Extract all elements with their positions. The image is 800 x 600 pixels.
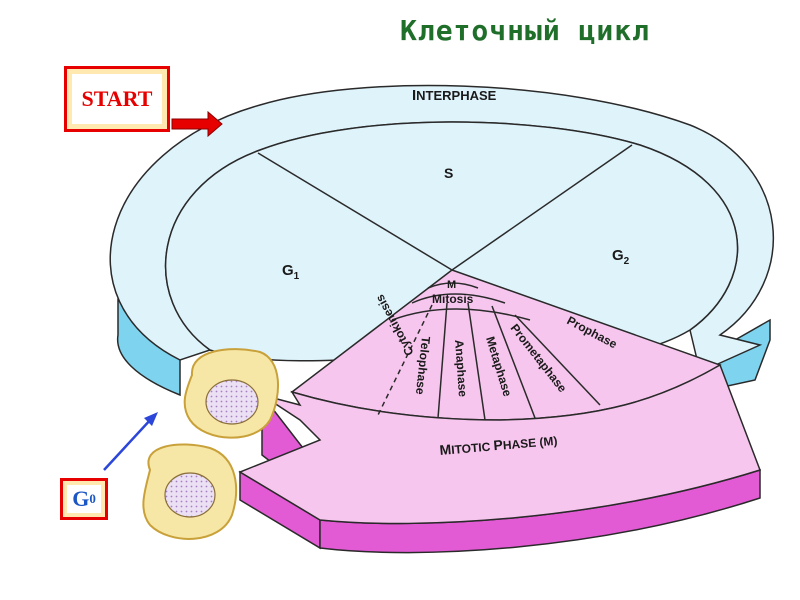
mitosis-arc xyxy=(411,293,506,304)
label-g2: G2 xyxy=(612,247,630,267)
divider-g1-s xyxy=(257,152,453,271)
divider-anaphase xyxy=(467,302,486,421)
label-s: S xyxy=(444,165,453,181)
divider-telophase xyxy=(437,302,448,419)
label-m: M xyxy=(447,279,456,291)
divider-prometaphase xyxy=(514,314,601,406)
nucleus-lower xyxy=(164,472,216,518)
start-arrow xyxy=(171,110,223,138)
label-interphase: INTERPHASE xyxy=(412,87,497,104)
divider-metaphase xyxy=(491,305,536,419)
cell-lower xyxy=(142,443,238,540)
mitotic-band xyxy=(238,363,761,525)
label-mitosis: Mitosis xyxy=(432,292,474,306)
nucleus-upper xyxy=(205,379,259,425)
cell-upper xyxy=(183,348,279,439)
label-telophase: Telophase xyxy=(413,336,433,396)
m-arc xyxy=(427,282,479,289)
start-label-box: START xyxy=(64,66,170,132)
divider-cytokinesis xyxy=(377,304,433,416)
divider-s-g2 xyxy=(451,144,633,271)
label-g1: G1 xyxy=(282,262,300,282)
label-mitotic-phase: MITOTIC PHASE (M) xyxy=(439,432,558,458)
label-anaphase: Anaphase xyxy=(452,339,470,398)
stages-arc xyxy=(391,308,531,321)
g0-arrow xyxy=(103,412,158,471)
page-title: Клеточный цикл xyxy=(399,14,650,47)
